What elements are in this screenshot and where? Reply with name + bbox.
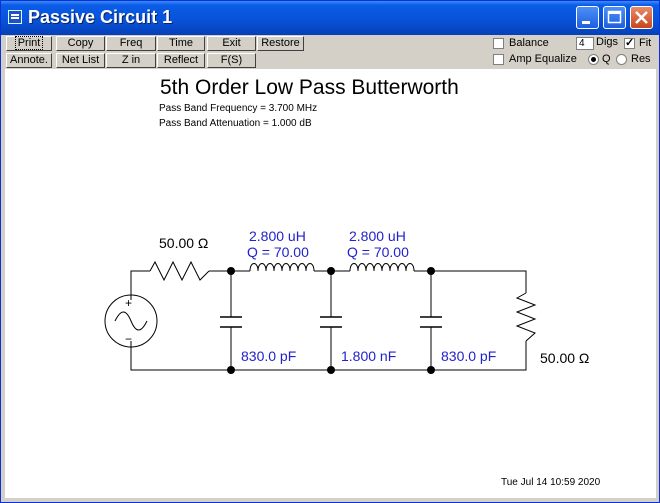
reflect-button[interactable]: Reflect xyxy=(157,53,205,68)
res-label: Res xyxy=(631,53,651,65)
capacitor-1-value: 830.0 pF xyxy=(241,348,296,364)
pass-band-attenuation: Pass Band Attenuation = 1.000 dB xyxy=(159,118,312,129)
source-minus: − xyxy=(125,332,132,346)
capacitor-3-value: 830.0 pF xyxy=(441,348,496,364)
inductor-1-q: Q = 70.00 xyxy=(247,244,309,260)
res-radio[interactable] xyxy=(616,54,627,65)
freq-button[interactable]: Freq xyxy=(106,36,156,51)
capacitor-2-value: 1.800 nF xyxy=(341,348,396,364)
window-title: Passive Circuit 1 xyxy=(28,7,173,27)
toolbar: Print Copy Freq Time Exit Restore Annote… xyxy=(1,35,659,69)
copy-button[interactable]: Copy xyxy=(56,36,105,51)
circuit-schematic: 5th Order Low Pass Butterworth Pass Band… xyxy=(104,76,601,488)
q-radio[interactable] xyxy=(588,54,599,65)
balance-checkbox[interactable] xyxy=(493,38,504,49)
capacitor-1 xyxy=(220,316,242,328)
minimize-icon xyxy=(582,21,590,24)
amp-equalize-checkbox[interactable] xyxy=(493,54,504,65)
maximize-button[interactable] xyxy=(603,6,626,29)
minimize-button[interactable] xyxy=(576,6,599,29)
fit-checkbox[interactable] xyxy=(624,36,635,49)
capacitor-2 xyxy=(320,316,342,328)
ac-source xyxy=(104,294,158,348)
annote-button[interactable]: Annote. xyxy=(6,53,52,68)
diagram-title: 5th Order Low Pass Butterworth xyxy=(160,76,459,99)
source-resistor xyxy=(149,260,210,282)
capacitor-3 xyxy=(420,316,442,328)
maximize-icon xyxy=(607,10,622,24)
load-resistor xyxy=(515,292,537,342)
inductor-1-value: 2.800 uH xyxy=(249,228,306,244)
pass-band-frequency: Pass Band Frequency = 3.700 MHz xyxy=(159,103,317,114)
net-list-button[interactable]: Net List xyxy=(56,53,105,68)
restore-button[interactable]: Restore xyxy=(257,36,304,51)
digs-label: Digs xyxy=(596,36,619,48)
timestamp: Tue Jul 14 10:59 2020 xyxy=(501,477,601,488)
inductor-2-q: Q = 70.00 xyxy=(347,244,409,260)
schematic-canvas: 5th Order Low Pass Butterworth Pass Band… xyxy=(5,69,656,498)
z-in-button[interactable]: Z in xyxy=(106,53,156,68)
close-icon xyxy=(635,11,648,24)
inductor-2 xyxy=(349,263,415,272)
sine-wave-icon xyxy=(114,311,148,331)
source-plus: + xyxy=(125,296,132,310)
source-resistor-label: 50.00 Ω xyxy=(159,235,208,251)
inductor-1 xyxy=(249,263,315,272)
amp-equalize-label: Amp Equalize xyxy=(509,53,577,65)
app-icon[interactable] xyxy=(8,10,22,24)
circuit-nodes xyxy=(227,267,435,374)
close-button[interactable] xyxy=(630,6,653,29)
title-bar[interactable]: Passive Circuit 1 xyxy=(1,1,659,35)
fs-button[interactable]: F(S) xyxy=(207,53,256,68)
digs-input[interactable]: 4 xyxy=(576,37,594,50)
time-button[interactable]: Time xyxy=(157,36,205,51)
q-label: Q xyxy=(602,53,611,65)
print-button[interactable]: Print xyxy=(6,36,52,51)
inductor-2-value: 2.800 uH xyxy=(349,228,406,244)
load-resistor-label: 50.00 Ω xyxy=(540,350,589,366)
fit-label: Fit xyxy=(639,37,652,49)
balance-label: Balance xyxy=(509,37,549,49)
exit-button[interactable]: Exit xyxy=(207,36,256,51)
